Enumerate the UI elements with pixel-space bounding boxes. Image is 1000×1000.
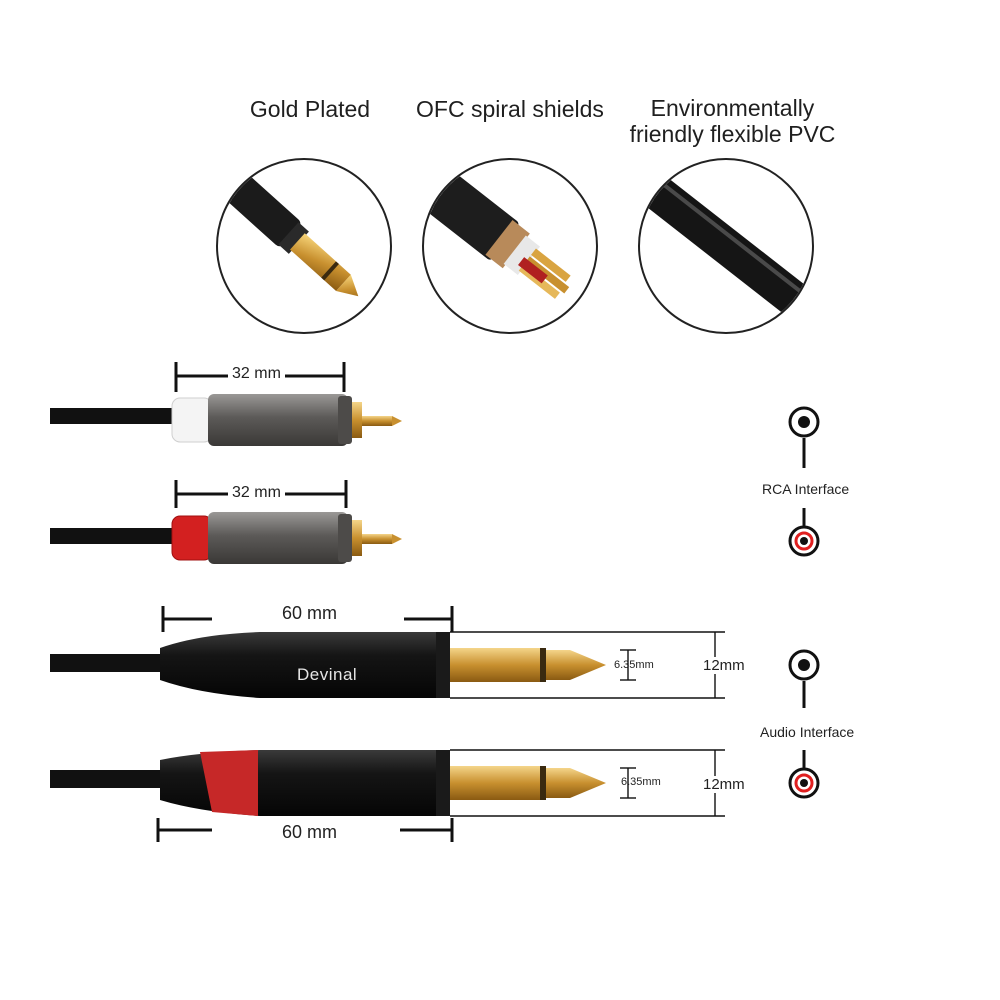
gold-plated-plug-closeup	[216, 158, 392, 334]
jack-top-diameter-lines	[450, 631, 725, 699]
rca-white-length-label: 32 mm	[228, 365, 285, 383]
jack-top-length-label: 60 mm	[278, 603, 342, 624]
feature-title-pvc: Environmentally friendly flexible PVC	[629, 95, 836, 147]
rca-red-length-label: 32 mm	[228, 484, 285, 502]
audio-interface-icon	[788, 649, 820, 799]
rca-interface-label: RCA Interface	[762, 481, 850, 497]
jack-top-dimensions	[161, 606, 454, 632]
feature-title-ofc-shields: OFC spiral shields	[416, 96, 604, 122]
rca-interface-icon	[788, 406, 820, 557]
jack-bottom-dimensions	[156, 818, 454, 842]
jack-bottom-body-diameter: 12mm	[701, 776, 747, 793]
audio-interface-label: Audio Interface	[760, 724, 855, 740]
jack-bottom-tip-diameter: 6.35mm	[621, 776, 661, 788]
pvc-cable-closeup	[638, 158, 814, 334]
jack-top-plug	[50, 632, 606, 698]
jack-top-tip-diameter: 6.35mm	[614, 659, 654, 671]
jack-bottom-length-label: 60 mm	[278, 822, 342, 843]
brand-logo-text: Devinal	[297, 665, 358, 684]
jack-top-body-diameter: 12mm	[701, 657, 747, 674]
jack-bottom-plug	[50, 750, 606, 816]
rca-red-plug	[50, 512, 402, 564]
feature-title-gold-plated: Gold Plated	[249, 96, 371, 122]
rca-white-plug	[50, 394, 402, 446]
